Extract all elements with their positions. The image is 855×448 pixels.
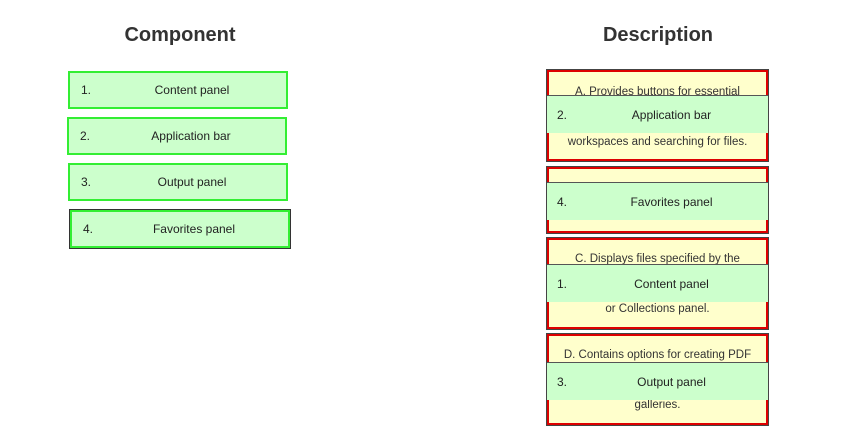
description-text-bottom: galleries. [634,399,681,411]
component-label: Output panel [157,175,227,189]
component-label: Favorites panel [152,222,236,236]
placed-number: 1. [557,276,568,291]
component-tile-content-panel[interactable]: 1. Content panel [68,71,288,109]
description-text-top: C. Displays files specified by the [575,253,740,265]
component-number: 2. [80,129,91,143]
placed-label: Application bar [631,107,712,122]
component-number: 3. [81,175,92,189]
placed-label: Output panel [637,374,706,389]
placed-tile-content-panel[interactable]: 1. Content panel [547,264,768,302]
placed-number: 3. [557,374,568,389]
component-number: 1. [81,83,92,97]
description-heading: Description [602,24,714,46]
component-label: Application bar [151,129,231,143]
component-heading: Component [124,24,236,46]
placed-number: 4. [557,194,568,209]
description-text-bottom: workspaces and searching for files. [567,136,748,148]
description-text-bottom: or Collections panel. [605,303,710,315]
placed-tile-favorites-panel[interactable]: 4. Favorites panel [547,182,768,220]
component-tile-output-panel[interactable]: 3. Output panel [68,163,288,201]
component-tile-favorites-panel[interactable]: 4. Favorites panel [70,210,290,248]
placed-tile-application-bar[interactable]: 2. Application bar [547,95,768,133]
placed-label: Favorites panel [630,194,713,209]
component-number: 4. [83,222,94,236]
placed-tile-output-panel[interactable]: 3. Output panel [547,362,768,400]
placed-label: Content panel [634,276,709,291]
component-tile-application-bar[interactable]: 2. Application bar [67,117,287,155]
component-label: Content panel [154,83,230,97]
description-text-top: D. Contains options for creating PDF [563,349,752,361]
placed-number: 2. [557,107,568,122]
